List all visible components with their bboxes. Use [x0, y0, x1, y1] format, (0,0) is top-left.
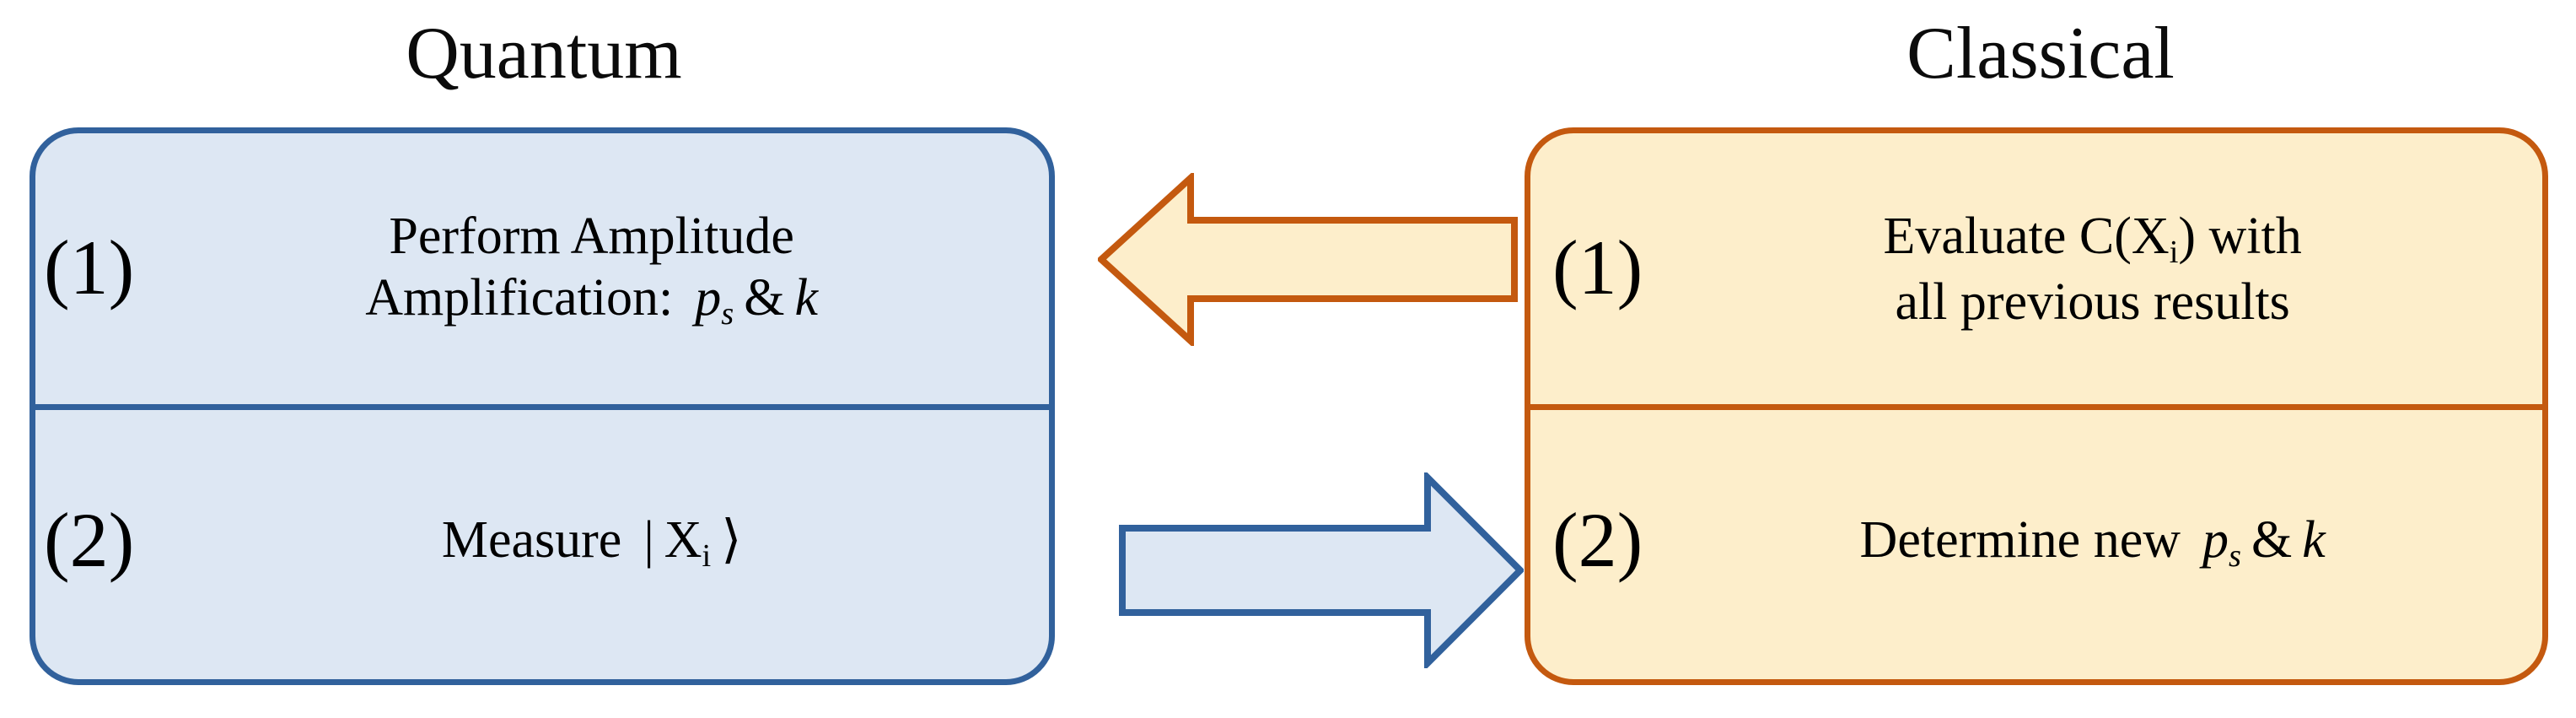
arrow-left-classical-to-quantum: [1098, 173, 1518, 346]
quantum-step-1-line-2-prefix: Amplification:: [365, 269, 674, 327]
quantum-step-2-row: (2) Measure |Xi⟩: [35, 407, 1049, 680]
quantum-step-1-line-2: Amplification: ps&k: [149, 267, 1034, 333]
classical-step-2-var-k: k: [2302, 511, 2326, 570]
ket-open-bar-icon: |: [643, 511, 654, 570]
arrow-left-shape: [1098, 173, 1518, 346]
classical-step-2-row: (2) Determine new ps&k: [1530, 407, 2542, 680]
quantum-step-1-var-k: k: [794, 269, 819, 327]
classical-step-1-line-2: all previous results: [1895, 273, 2290, 332]
quantum-step-1-line-1: Perform Amplitude: [389, 208, 794, 266]
quantum-step-2-prefix: Measure: [441, 511, 622, 570]
quantum-step-2-line-1: Measure |Xi⟩: [149, 510, 1034, 575]
classical-step-1-line-1: Evaluate C(Xi) with: [1658, 206, 2527, 272]
classical-step-1-number: (1): [1552, 224, 1643, 310]
classical-step-1-row: (1) Evaluate C(Xi) with all previous res…: [1530, 133, 2542, 407]
quantum-step-1-var-p-subscript: s: [721, 296, 734, 332]
quantum-panel: (1) Perform Amplitude Amplification: ps&k…: [30, 127, 1055, 685]
classical-step-2-number: (2): [1552, 497, 1643, 584]
classical-step-2-prefix: Determine new: [1859, 511, 2181, 570]
classical-panel-divider: [1530, 403, 2542, 410]
quantum-step-2-ket-variable: X: [664, 511, 702, 570]
quantum-step-2-ket-subscript: i: [702, 537, 712, 574]
classical-step-2-line-1: Determine new ps&k: [1658, 510, 2527, 575]
quantum-panel-divider: [35, 403, 1049, 410]
quantum-step-1-row: (1) Perform Amplitude Amplification: ps&k: [35, 133, 1049, 407]
quantum-step-1-var-p: p: [695, 269, 722, 327]
quantum-step-1-ampersand: &: [744, 269, 785, 327]
classical-step-1-subscript: i: [2169, 234, 2179, 270]
quantum-step-1-text: Perform Amplitude Amplification: ps&k: [134, 206, 1049, 333]
quantum-step-1-number: (1): [44, 224, 135, 310]
classical-step-1-text: Evaluate C(Xi) with all previous results: [1643, 206, 2542, 333]
classical-step-2-ampersand: &: [2251, 511, 2293, 570]
classical-step-1-prefix: Evaluate C(X: [1883, 208, 2170, 266]
classical-panel: (1) Evaluate C(Xi) with all previous res…: [1525, 127, 2548, 685]
classical-step-2-var-p: p: [2202, 511, 2229, 570]
classical-step-2-var-p-subscript: s: [2229, 537, 2241, 574]
arrow-right-quantum-to-classical: [1119, 472, 1524, 668]
column-title-quantum: Quantum: [406, 13, 682, 94]
classical-step-2-text: Determine new ps&k: [1643, 510, 2542, 575]
quantum-step-2-number: (2): [44, 497, 135, 584]
ket-close-angle-icon: ⟩: [721, 511, 742, 570]
classical-step-1-suffix: ) with: [2178, 208, 2302, 266]
arrow-left-icon: [1098, 173, 1518, 346]
column-title-classical: Classical: [1906, 13, 2175, 94]
arrow-right-icon: [1119, 472, 1524, 668]
quantum-step-2-text: Measure |Xi⟩: [134, 510, 1049, 575]
arrow-right-shape: [1119, 472, 1524, 668]
